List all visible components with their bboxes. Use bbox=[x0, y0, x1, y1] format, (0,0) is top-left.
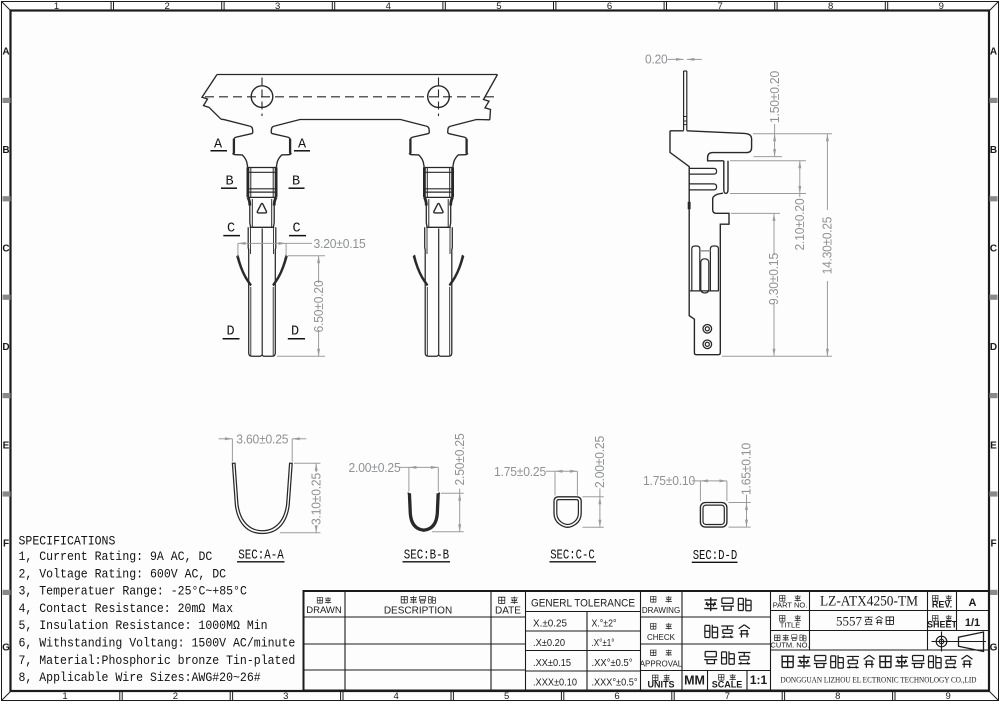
svg-text:.X°±1°: .X°±1° bbox=[592, 637, 615, 649]
svg-text:3.60±0.25: 3.60±0.25 bbox=[236, 432, 288, 446]
svg-text:3: 3 bbox=[275, 1, 280, 12]
svg-text:.XXX°±0.5°: .XXX°±0.5° bbox=[592, 677, 638, 689]
svg-text:8: 8 bbox=[835, 691, 840, 702]
svg-text:C: C bbox=[292, 222, 300, 237]
svg-text:D: D bbox=[291, 325, 299, 340]
svg-text:2.00±0.25: 2.00±0.25 bbox=[349, 461, 401, 475]
svg-text:SEC:A-A: SEC:A-A bbox=[238, 549, 284, 564]
svg-text:2, Voltage Rating: 600V AC, DC: 2, Voltage Rating: 600V AC, DC bbox=[19, 567, 227, 581]
svg-text:DONGGUAN LIZHOU EL ECTRONIC TE: DONGGUAN LIZHOU EL ECTRONIC TECHNOLOGY C… bbox=[781, 675, 977, 685]
svg-text:5: 5 bbox=[504, 691, 509, 702]
svg-text:9: 9 bbox=[946, 691, 951, 702]
svg-text:3, Temperatuer Range: -25°C~+8: 3, Temperatuer Range: -25°C~+85°C bbox=[19, 585, 247, 599]
svg-text:SEC:B-B: SEC:B-B bbox=[404, 549, 450, 564]
svg-text:A: A bbox=[990, 47, 997, 58]
svg-text:GENERL TOLERANCE: GENERL TOLERANCE bbox=[531, 598, 635, 610]
svg-text:A: A bbox=[214, 138, 223, 153]
svg-text:LZ-ATX4250-TM: LZ-ATX4250-TM bbox=[820, 594, 918, 610]
svg-text:.X±0.20: .X±0.20 bbox=[533, 637, 565, 649]
svg-text:2: 2 bbox=[173, 691, 178, 702]
svg-text:2.00±0.25: 2.00±0.25 bbox=[593, 436, 607, 488]
svg-text:SEC:D-D: SEC:D-D bbox=[693, 549, 738, 564]
svg-text:9: 9 bbox=[939, 1, 944, 12]
svg-text:B: B bbox=[225, 175, 233, 190]
svg-text:B: B bbox=[990, 145, 997, 156]
svg-text:9.30±0.15: 9.30±0.15 bbox=[767, 253, 781, 305]
svg-text:1.65±0.10: 1.65±0.10 bbox=[740, 443, 754, 495]
svg-text:X.±0.25: X.±0.25 bbox=[533, 618, 567, 630]
svg-text:1:1: 1:1 bbox=[750, 673, 768, 687]
svg-text:D: D bbox=[2, 342, 9, 353]
svg-text:D: D bbox=[990, 342, 997, 353]
svg-text:DESCRIPTION: DESCRIPTION bbox=[384, 606, 452, 617]
svg-text:SHEET: SHEET bbox=[927, 620, 958, 630]
svg-text:TITLE: TITLE bbox=[780, 621, 800, 630]
svg-text:1.75±0.25: 1.75±0.25 bbox=[494, 465, 546, 479]
svg-text:SCALE: SCALE bbox=[712, 680, 743, 690]
svg-text:X.°±2°: X.°±2° bbox=[592, 618, 617, 630]
svg-text:14.30±0.25: 14.30±0.25 bbox=[821, 217, 835, 275]
svg-text:DRAWN: DRAWN bbox=[306, 605, 342, 616]
svg-text:A: A bbox=[298, 138, 307, 153]
svg-text:5: 5 bbox=[496, 1, 501, 12]
svg-text:E: E bbox=[3, 440, 10, 451]
svg-text:SPECIFICATIONS: SPECIFICATIONS bbox=[19, 535, 116, 549]
svg-text:DATE: DATE bbox=[495, 606, 521, 617]
svg-text:5, Insulation Resistance: 1000: 5, Insulation Resistance: 1000MΩ Min bbox=[19, 619, 268, 633]
svg-text:7, Material:Phosphoric bronze: 7, Material:Phosphoric bronze Tin-plated bbox=[19, 654, 296, 668]
svg-text:UNITS: UNITS bbox=[648, 680, 675, 690]
svg-text:A: A bbox=[969, 597, 977, 609]
svg-text:C: C bbox=[990, 244, 997, 255]
svg-text:C: C bbox=[227, 222, 235, 237]
svg-text:6: 6 bbox=[607, 1, 612, 12]
svg-text:3: 3 bbox=[283, 691, 288, 702]
svg-text:8: 8 bbox=[828, 1, 833, 12]
svg-text:8, Applicable Wire Sizes:AWG#2: 8, Applicable Wire Sizes:AWG#20~26# bbox=[19, 671, 262, 685]
svg-text:1: 1 bbox=[54, 1, 59, 12]
svg-text:G: G bbox=[2, 643, 10, 654]
svg-text:2: 2 bbox=[164, 1, 169, 12]
svg-text:3.10±0.25: 3.10±0.25 bbox=[309, 473, 323, 525]
svg-text:6.50±0.20: 6.50±0.20 bbox=[312, 280, 326, 332]
svg-text:4: 4 bbox=[386, 1, 391, 12]
svg-text:G: G bbox=[990, 643, 998, 654]
svg-text:6: 6 bbox=[614, 691, 619, 702]
svg-text:3.20±0.15: 3.20±0.15 bbox=[314, 237, 366, 251]
svg-text:1/1: 1/1 bbox=[965, 617, 980, 629]
svg-text:2.50±0.25: 2.50±0.25 bbox=[453, 433, 467, 485]
svg-text:CUTM. NO.: CUTM. NO. bbox=[770, 641, 809, 650]
svg-text:PART NO.: PART NO. bbox=[773, 601, 808, 610]
svg-text:C: C bbox=[2, 244, 9, 255]
svg-text:B: B bbox=[2, 145, 9, 156]
svg-text:1, Current Rating: 9A AC, DC: 1, Current Rating: 9A AC, DC bbox=[19, 550, 213, 564]
svg-text:APPROVAL: APPROVAL bbox=[640, 660, 683, 669]
svg-text:2.10±0.20: 2.10±0.20 bbox=[793, 198, 807, 250]
svg-text:1.50±0.20: 1.50±0.20 bbox=[768, 71, 782, 123]
svg-text:CHECK: CHECK bbox=[647, 633, 676, 642]
svg-text:.XX°±0.5°: .XX°±0.5° bbox=[592, 657, 633, 669]
svg-text:A: A bbox=[2, 47, 9, 58]
svg-text:4, Contact Resistance: 20mΩ Ma: 4, Contact Resistance: 20mΩ Max bbox=[19, 602, 234, 616]
svg-text:D: D bbox=[226, 325, 234, 340]
svg-text:.XX±0.15: .XX±0.15 bbox=[533, 657, 571, 669]
svg-text:7: 7 bbox=[725, 691, 730, 702]
svg-text:SEC:C-C: SEC:C-C bbox=[550, 549, 595, 564]
svg-text:F: F bbox=[990, 539, 996, 550]
svg-text:6, Withstanding Voltang: 1500V: 6, Withstanding Voltang: 1500V AC/minute bbox=[19, 637, 296, 651]
svg-text:REV.: REV. bbox=[932, 600, 952, 610]
svg-text:7: 7 bbox=[717, 1, 722, 12]
svg-text:5557: 5557 bbox=[836, 614, 863, 629]
svg-text:B: B bbox=[292, 175, 300, 190]
svg-text:MM: MM bbox=[684, 674, 705, 688]
svg-text:E: E bbox=[990, 440, 997, 451]
svg-text:0.20: 0.20 bbox=[645, 53, 668, 67]
svg-text:DRAWING: DRAWING bbox=[642, 606, 680, 615]
svg-text:1: 1 bbox=[62, 691, 67, 702]
svg-text:.XXX±0.10: .XXX±0.10 bbox=[533, 677, 577, 689]
svg-text:1.75±0.10: 1.75±0.10 bbox=[643, 474, 695, 488]
svg-text:F: F bbox=[3, 539, 9, 550]
svg-text:4: 4 bbox=[394, 691, 399, 702]
